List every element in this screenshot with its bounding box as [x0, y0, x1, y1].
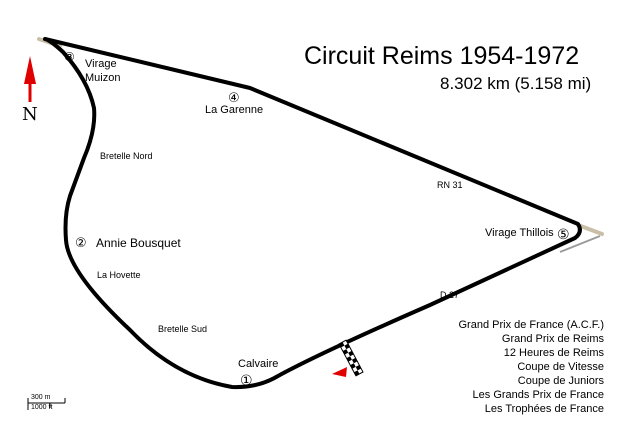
thillois-return-road	[559, 235, 601, 253]
corner-3-number: ③	[64, 50, 75, 64]
scale-bar-icon	[27, 398, 66, 410]
event-item: Grand Prix de Reims	[501, 333, 604, 345]
corner-2-number: ②	[75, 235, 87, 250]
corner-5-number: ⑤	[557, 226, 570, 242]
corner-4-number: ④	[228, 90, 240, 105]
scale-metric: 300 m	[31, 394, 51, 401]
corner-4-name: La Garenne	[205, 104, 264, 116]
north-label: N	[22, 104, 38, 125]
corner-5-name: Virage Thillois	[485, 227, 554, 239]
start-direction-arrow	[332, 367, 347, 377]
event-item: Coupe de Juniors	[517, 375, 604, 387]
event-item: Coupe de Vitesse	[517, 361, 604, 373]
event-item: 12 Heures de Reims	[503, 347, 604, 359]
circuit-length: 8.302 km (5.158 mi)	[440, 74, 592, 93]
event-item: Les Trophées de France	[484, 403, 604, 415]
road-d27: D 27	[440, 290, 460, 300]
event-item: Grand Prix de France (A.C.F.)	[458, 319, 605, 331]
corner-2-name: Annie Bousquet	[96, 236, 181, 250]
corner-1-name: Calvaire	[238, 358, 279, 370]
corner-1-number: ①	[240, 372, 253, 388]
road-rn31: RN 31	[437, 180, 463, 190]
road-bretelle-sud: Bretelle Sud	[158, 324, 208, 334]
thillois-runoff	[576, 223, 604, 236]
map-title: Circuit Reims 1954-1972	[304, 42, 580, 70]
road-la-hovette: La Hovette	[97, 270, 141, 280]
corner-3-name: Virage Muizon	[85, 58, 121, 84]
road-bretelle-nord: Bretelle Nord	[100, 151, 153, 161]
events-list: Grand Prix de France (A.C.F.) Grand Prix…	[459, 318, 605, 416]
track-path	[43, 37, 582, 390]
scale-imperial: 1000 ft	[31, 404, 53, 411]
start-finish-line	[338, 339, 364, 377]
north-arrow-icon	[24, 56, 36, 84]
north-arrow-shaft	[28, 82, 32, 102]
event-item: Les Grands Prix de France	[472, 389, 604, 401]
